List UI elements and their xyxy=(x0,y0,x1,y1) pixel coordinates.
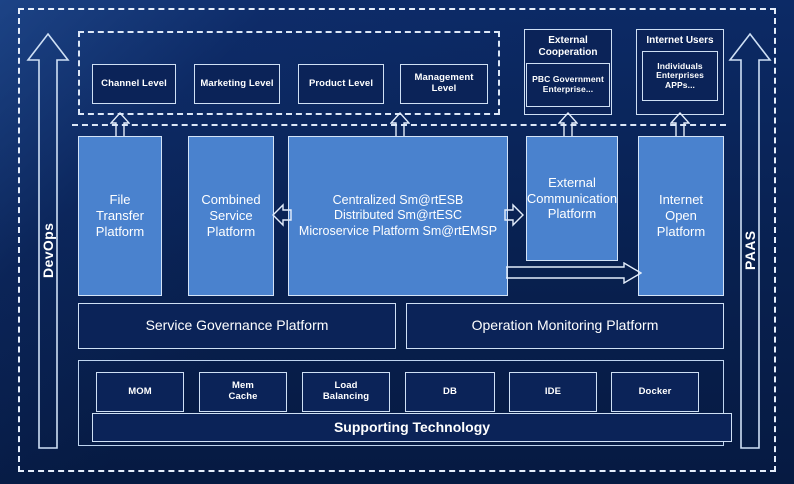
platform-file-transfer-label: File Transfer Platform xyxy=(95,192,145,239)
supporting-item-mom-label: MOM xyxy=(128,385,152,397)
internet-users-box[interactable]: Internet Users Individuals Enterprises A… xyxy=(636,29,724,115)
up-arrow-icon xyxy=(670,112,690,138)
up-arrow-icon xyxy=(728,32,772,449)
operation-monitoring-platform-label: Operation Monitoring Platform xyxy=(471,317,659,334)
supporting-technology-banner-label: Supporting Technology xyxy=(333,418,491,435)
supporting-technology-container xyxy=(78,360,724,446)
supporting-item-load-balancing-label: Load Balancing xyxy=(322,380,370,402)
supporting-item-ide[interactable]: IDE xyxy=(509,372,597,412)
service-governance-platform-label: Service Governance Platform xyxy=(145,317,329,334)
platform-combined-service[interactable]: Combined Service Platform xyxy=(188,136,274,296)
devops-rail: DevOps xyxy=(26,30,70,452)
business-level-channel[interactable]: Channel Level xyxy=(92,64,176,104)
service-governance-platform[interactable]: Service Governance Platform xyxy=(78,303,396,349)
business-level-channel-label: Channel Level xyxy=(101,77,167,89)
up-arrow-icon xyxy=(110,112,130,138)
up-arrow-icon xyxy=(26,32,70,449)
business-level-marketing[interactable]: Marketing Level xyxy=(194,64,280,104)
external-cooperation-box[interactable]: External Cooperation PBC Government Ente… xyxy=(524,29,612,115)
business-level-product-label: Product Level xyxy=(308,77,374,89)
flow-arrow-up-3 xyxy=(558,112,578,138)
right-arrow-icon xyxy=(506,262,642,284)
flow-arrow-up-4 xyxy=(670,112,690,138)
business-level-region xyxy=(78,31,500,115)
platform-internet-open[interactable]: Internet Open Platform xyxy=(638,136,724,296)
business-level-management[interactable]: Management Level xyxy=(400,64,488,104)
supporting-technology-banner[interactable]: Supporting Technology xyxy=(92,413,732,442)
platform-esb-esc-emsp[interactable]: Centralized Sm@rtESB Distributed Sm@rtES… xyxy=(288,136,508,296)
supporting-item-docker[interactable]: Docker xyxy=(611,372,699,412)
external-cooperation-inner: PBC Government Enterprise... xyxy=(526,62,610,107)
flow-arrow-esb-to-internet-open xyxy=(506,262,642,284)
platform-external-communication-label: External Communication Platform xyxy=(526,174,618,222)
paas-label: PAAS xyxy=(742,230,758,270)
supporting-item-db[interactable]: DB xyxy=(405,372,495,412)
business-level-product[interactable]: Product Level xyxy=(298,64,384,104)
supporting-item-mem-cache-label: Mem Cache xyxy=(228,380,258,402)
operation-monitoring-platform[interactable]: Operation Monitoring Platform xyxy=(406,303,724,349)
flow-arrow-left-combined xyxy=(272,203,292,227)
layer-separator xyxy=(72,124,726,126)
platform-esb-esc-emsp-label: Centralized Sm@rtESB Distributed Sm@rtES… xyxy=(298,193,498,238)
up-arrow-icon xyxy=(390,112,410,138)
devops-label: DevOps xyxy=(40,222,56,278)
left-arrow-icon xyxy=(272,203,292,227)
supporting-item-mom[interactable]: MOM xyxy=(96,372,184,412)
external-cooperation-title: External Cooperation xyxy=(538,35,598,58)
supporting-item-ide-label: IDE xyxy=(544,385,562,397)
flow-arrow-up-1 xyxy=(110,112,130,138)
internet-users-inner: Individuals Enterprises APPs... xyxy=(642,50,718,101)
supporting-item-load-balancing[interactable]: Load Balancing xyxy=(302,372,390,412)
platform-external-communication[interactable]: External Communication Platform xyxy=(526,136,618,261)
outer-boundary xyxy=(18,8,776,472)
flow-arrow-right-esb xyxy=(504,203,524,227)
supporting-item-db-label: DB xyxy=(443,385,457,397)
business-level-marketing-label: Marketing Level xyxy=(200,77,274,89)
platform-file-transfer[interactable]: File Transfer Platform xyxy=(78,136,162,296)
internet-users-title: Internet Users xyxy=(646,35,714,46)
external-cooperation-inner-label: PBC Government Enterprise... xyxy=(532,74,604,94)
flow-arrow-up-2 xyxy=(390,112,410,138)
paas-rail: PAAS xyxy=(728,30,772,452)
platform-internet-open-label: Internet Open Platform xyxy=(656,192,706,239)
up-arrow-icon xyxy=(558,112,578,138)
supporting-item-mem-cache[interactable]: Mem Cache xyxy=(199,372,287,412)
right-arrow-icon xyxy=(504,203,524,227)
platform-combined-service-label: Combined Service Platform xyxy=(201,192,261,239)
supporting-item-docker-label: Docker xyxy=(638,385,672,397)
internet-users-inner-label: Individuals Enterprises APPs... xyxy=(656,60,704,90)
business-level-management-label: Management Level xyxy=(414,72,474,94)
